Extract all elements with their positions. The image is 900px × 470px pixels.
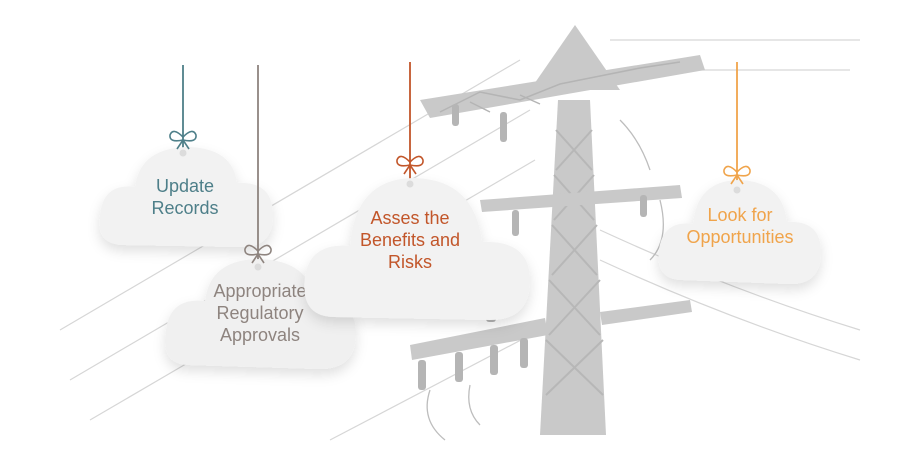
bow-icon — [169, 130, 197, 150]
power-line — [69, 109, 531, 381]
power-line — [599, 259, 861, 361]
hanging-hole — [406, 180, 414, 188]
cloud-shape — [304, 62, 530, 320]
hanging-hole — [254, 263, 262, 271]
transmission-tower — [410, 25, 705, 441]
hanging-hole — [179, 149, 187, 157]
cloud-shape — [99, 65, 274, 247]
tower-middle-arm — [480, 185, 682, 212]
bow-icon — [723, 165, 751, 185]
cloud-label-update-records: Update Records — [151, 176, 219, 218]
tower-lattice — [545, 129, 604, 396]
power-line — [329, 329, 541, 441]
cloud-node-benefits-risks: Asses the Benefits and Risks — [300, 62, 535, 337]
cloud-node-opportunities: Look for Opportunities — [655, 62, 825, 297]
hanging-hole — [733, 186, 741, 194]
bow-icon — [244, 244, 272, 264]
cloud-label-opportunities: Look for Opportunities — [686, 205, 794, 247]
cloud-body — [304, 178, 530, 320]
power-line — [599, 229, 861, 331]
cloud-node-update-records: Update Records — [95, 65, 275, 265]
tower-lower-arm — [410, 318, 548, 360]
cloud-label-benefits-risks: Asses the Benefits and Risks — [359, 208, 461, 272]
cloud-body — [658, 180, 821, 284]
cloud-shape — [658, 62, 821, 284]
cloud-label-regulatory-approvals: Appropriate Regulatory Approvals — [213, 281, 307, 345]
tower-upper-arm — [420, 55, 705, 118]
bow-icon — [396, 155, 424, 175]
cloud-body — [99, 147, 274, 247]
tower-lower-arm-right — [600, 300, 692, 325]
